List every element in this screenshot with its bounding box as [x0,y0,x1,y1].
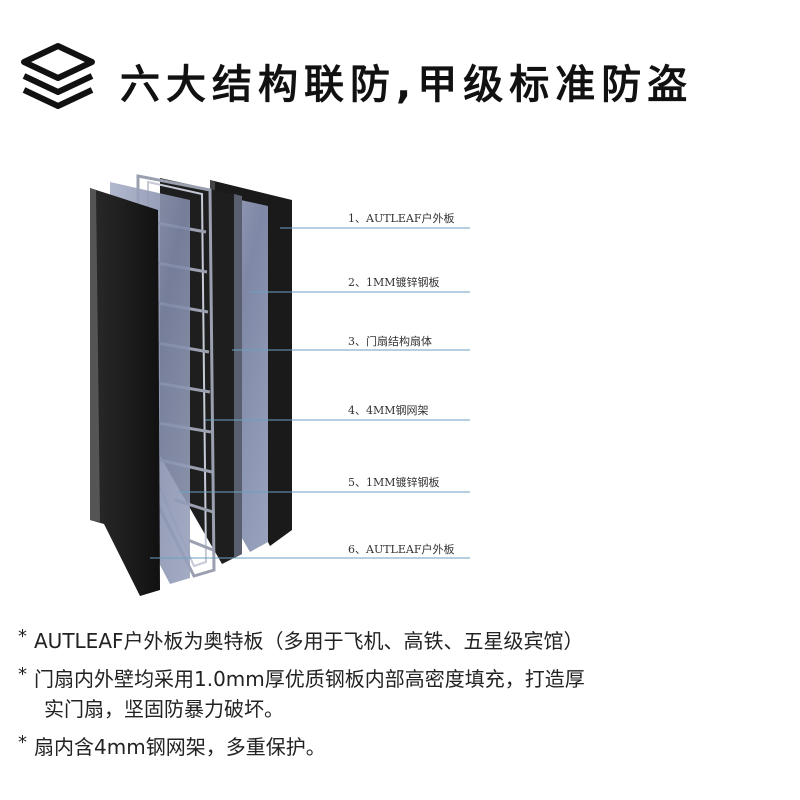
layer-label-2: 2、1MM镀锌钢板 [348,275,440,289]
note-star: * [18,664,27,685]
note-1: * AUTLEAF户外板为奥特板（多用于飞机、高铁、五星级宾馆） [18,626,788,656]
note-1-text: AUTLEAF户外板为奥特板（多用于飞机、高铁、五星级宾馆） [34,629,584,653]
layer-6-outer-panel [90,188,160,596]
note-star: * [18,626,27,647]
layer-label-1: 1、AUTLEAF户外板 [348,211,454,225]
layers-icon [21,43,95,109]
layer-label-6: 6、AUTLEAF户外板 [348,542,454,556]
note-2-line-1: 门扇内外壁均采用1.0mm厚优质钢板内部高密度填充，打造厚 [34,667,585,691]
note-3-text: 扇内含4mm钢网架，多重保护。 [34,735,326,759]
note-star: * [18,732,27,753]
layer-label-3: 3、门扇结构扇体 [348,334,432,348]
note-3: * 扇内含4mm钢网架，多重保护。 [18,732,788,762]
layer-label-4: 4、4MM钢网架 [348,404,429,417]
note-2: * 门扇内外壁均采用1.0mm厚优质钢板内部高密度填充，打造厚 实门扇，坚固防暴… [18,664,788,724]
door-structure-diagram: 1、AUTLEAF户外板 2、1MM镀锌钢板 3、门扇结构扇体 4、4MM钢网架… [90,174,470,596]
layer-label-5: 5、1MM镀锌钢板 [348,475,440,489]
note-2-line-2: 实门扇，坚固防暴力破坏。 [44,697,284,721]
feature-notes: * AUTLEAF户外板为奥特板（多用于飞机、高铁、五星级宾馆） * 门扇内外壁… [18,626,788,770]
page-title: 六大结构联防,甲级标准防盗 [120,62,694,108]
